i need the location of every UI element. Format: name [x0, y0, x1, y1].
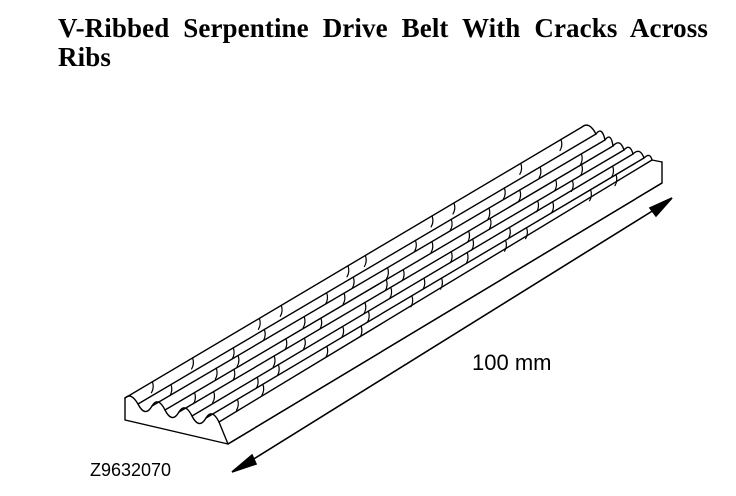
crack-mark-20: [236, 354, 240, 368]
crack-mark-11: [231, 347, 235, 360]
crack-mark-55: [611, 165, 615, 178]
crack-mark-18: [538, 166, 542, 179]
crack-mark-33: [401, 269, 405, 282]
crack-mark-13: [325, 292, 329, 305]
crack-mark-6: [430, 215, 434, 228]
crack-mark-36: [554, 179, 558, 192]
belt-bottom-edge: [227, 182, 663, 445]
crack-mark-15: [413, 239, 417, 252]
crack-mark-47: [255, 376, 259, 389]
crack-mark-58: [325, 345, 329, 358]
crack-mark-1: [191, 357, 194, 370]
crack-mark-7: [452, 202, 456, 215]
belt-far-end: [581, 124, 663, 163]
crack-mark-3: [279, 304, 283, 317]
crack-mark-5: [363, 254, 367, 268]
crack-mark-9: [559, 138, 563, 152]
crack-mark-2: [257, 317, 261, 330]
crack-mark-25: [487, 207, 491, 220]
crack-mark-34: [467, 230, 471, 243]
rib-line-2: [137, 133, 597, 405]
crack-mark-27: [579, 153, 583, 166]
crack-mark-38: [212, 391, 216, 404]
crack-mark-53: [507, 226, 511, 239]
crack-mark-64: [589, 189, 592, 202]
crack-mark-65: [614, 174, 618, 187]
dimension-arrow: [231, 197, 673, 473]
crack-mark-62: [504, 239, 507, 252]
crack-mark-19: [214, 367, 218, 380]
crack-mark-57: [261, 383, 265, 396]
crack-mark-59: [359, 325, 363, 338]
crack-mark-42: [389, 286, 393, 299]
crack-mark-49: [341, 325, 345, 338]
crack-mark-41: [363, 301, 367, 315]
crack-mark-28: [193, 392, 196, 405]
crack-mark-4: [346, 265, 350, 278]
rib-line-3: [151, 139, 606, 407]
crack-mark-63: [525, 227, 528, 240]
rib-line-6: [191, 153, 634, 417]
crack-mark-24: [430, 241, 434, 254]
crack-mark-44: [471, 238, 475, 251]
crack-mark-37: [580, 163, 583, 177]
crack-mark-46: [570, 179, 574, 192]
crack-mark-22: [342, 292, 346, 305]
rib-cracks: [150, 138, 618, 411]
crack-mark-14: [351, 276, 355, 289]
crack-mark-26: [518, 189, 522, 202]
crack-mark-45: [536, 200, 540, 213]
crack-mark-12: [262, 328, 266, 342]
crack-mark-21: [302, 316, 306, 329]
crack-mark-40: [302, 337, 306, 350]
crack-mark-23: [386, 267, 389, 280]
crack-mark-35: [488, 217, 492, 230]
crack-mark-60: [410, 295, 414, 308]
crack-mark-32: [384, 279, 388, 292]
crack-mark-51: [422, 277, 426, 290]
crack-mark-43: [449, 251, 453, 264]
rib-line-1: [124, 126, 583, 399]
rib-line-5: [178, 149, 625, 413]
crack-mark-39: [272, 355, 276, 368]
figure-id: Z9632070: [90, 460, 172, 480]
crack-mark-17: [502, 187, 506, 200]
dimension-label: 100 mm: [472, 350, 552, 375]
crack-mark-52: [465, 251, 469, 265]
crack-mark-30: [284, 338, 288, 351]
rib-line-4: [164, 145, 614, 411]
crack-mark-0: [150, 381, 154, 394]
crack-mark-61: [440, 277, 443, 290]
figure-title: V-Ribbed Serpentine Drive Belt With Crac…: [58, 13, 708, 72]
crack-mark-10: [169, 384, 173, 397]
crack-mark-29: [232, 368, 236, 381]
rib-line-7: [205, 157, 645, 419]
crack-mark-48: [276, 364, 280, 377]
crack-mark-56: [235, 398, 239, 411]
crack-mark-8: [519, 162, 523, 175]
crack-mark-50: [366, 310, 370, 323]
crack-mark-31: [319, 317, 323, 330]
belt-front-face: [124, 161, 663, 445]
crack-mark-16: [449, 218, 453, 231]
arrowhead-far: [648, 197, 673, 218]
rib-line-8: [218, 159, 653, 423]
arrowhead-near: [231, 453, 258, 473]
crack-mark-54: [551, 201, 555, 214]
